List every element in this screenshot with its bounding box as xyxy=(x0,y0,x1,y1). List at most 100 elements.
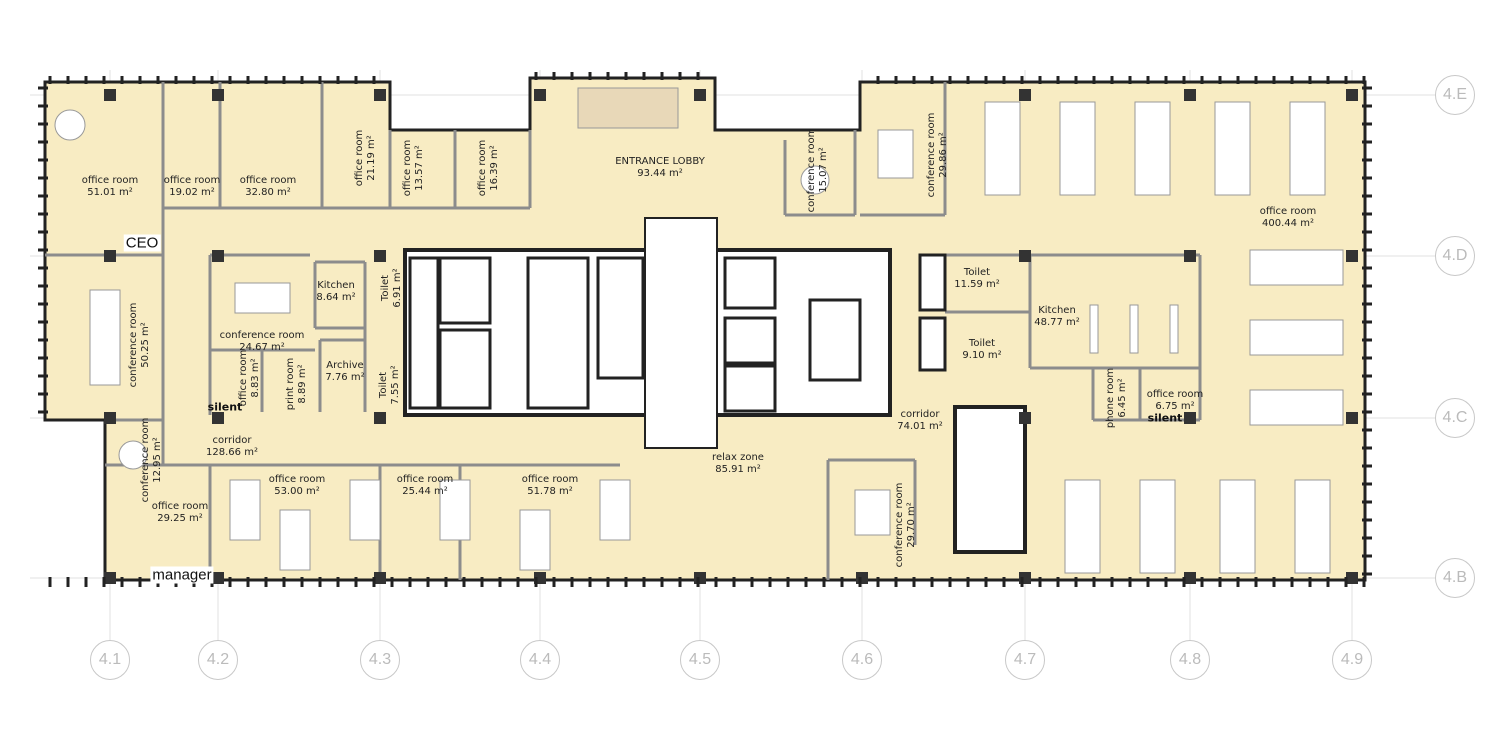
column xyxy=(1346,412,1358,424)
axis-marker-column: 4.3 xyxy=(360,640,400,680)
column xyxy=(212,250,224,262)
round-table xyxy=(54,109,86,141)
room-area: 32.80 m² xyxy=(245,187,291,198)
facade-mullions xyxy=(38,72,1372,587)
room-area: 12.95 m² xyxy=(152,437,163,483)
column xyxy=(212,572,224,584)
room-area: 29.86 m² xyxy=(938,132,949,178)
room-area: 16.39 m² xyxy=(489,145,500,191)
room-area: 25.44 m² xyxy=(402,486,448,497)
column xyxy=(1019,250,1031,262)
room-name: office room xyxy=(1259,206,1317,217)
conference-table xyxy=(854,489,891,536)
room-name: office room xyxy=(396,474,454,485)
column xyxy=(104,89,116,101)
column xyxy=(374,89,386,101)
room-name: Archive xyxy=(326,360,364,371)
shaft xyxy=(918,316,947,372)
column xyxy=(374,572,386,584)
lift-lobby xyxy=(644,217,718,449)
desk xyxy=(439,479,471,541)
column xyxy=(374,250,386,262)
room-name: office room xyxy=(1146,389,1204,400)
room-area: 50.25 m² xyxy=(140,322,151,368)
room-name: conference room xyxy=(219,330,305,341)
room-name: conference room xyxy=(926,112,937,198)
axis-marker-column: 4.6 xyxy=(842,640,882,680)
room-name: Kitchen xyxy=(317,280,355,291)
column xyxy=(212,89,224,101)
room-area: 48.77 m² xyxy=(1034,317,1080,328)
room-name: office room xyxy=(477,139,488,197)
room-area: 29.25 m² xyxy=(157,513,203,524)
column xyxy=(1019,412,1031,424)
building-core xyxy=(403,217,1027,554)
reception-desk xyxy=(577,87,679,129)
room-area: 8.89 m² xyxy=(297,364,308,404)
room-name: conference room xyxy=(806,127,817,213)
ceo-tag: CEO xyxy=(123,234,161,252)
axis-marker-column: 4.5 xyxy=(680,640,720,680)
axis-marker-column: 4.4 xyxy=(520,640,560,680)
room-area: 8.64 m² xyxy=(316,292,356,303)
desk-cluster xyxy=(1294,479,1331,574)
room-area: 400.44 m² xyxy=(1262,218,1314,229)
desk xyxy=(519,509,551,571)
column xyxy=(104,572,116,584)
kitchen-table xyxy=(1169,304,1179,354)
desk-cluster xyxy=(1249,249,1344,286)
shaft xyxy=(526,256,590,410)
desk-cluster xyxy=(1064,479,1101,574)
shaft xyxy=(723,364,777,413)
axis-marker-row: 4.D xyxy=(1435,236,1475,276)
room-area: 9.10 m² xyxy=(962,350,1002,361)
desk xyxy=(599,479,631,541)
room-area: 21.19 m² xyxy=(366,135,377,181)
desk xyxy=(229,479,261,541)
conference-table xyxy=(877,129,914,179)
room-area: 93.44 m² xyxy=(637,168,683,179)
room-area: 74.01 m² xyxy=(897,421,943,432)
desk-cluster xyxy=(1214,101,1251,196)
room-area: 11.59 m² xyxy=(954,279,1000,290)
column xyxy=(1184,412,1196,424)
room-name: corridor xyxy=(212,435,252,446)
room-name: Kitchen xyxy=(1038,305,1076,316)
shaft xyxy=(723,316,777,365)
column xyxy=(1346,250,1358,262)
desk-cluster xyxy=(1249,389,1344,426)
desk xyxy=(349,479,381,541)
room-area: 6.75 m² xyxy=(1155,401,1195,412)
shaft xyxy=(723,256,777,310)
room-name: office room xyxy=(81,175,139,186)
silent-tag: silent xyxy=(1147,411,1183,425)
desk-cluster xyxy=(1249,319,1344,356)
column xyxy=(1184,89,1196,101)
desk-cluster xyxy=(1139,479,1176,574)
column xyxy=(374,412,386,424)
axis-marker-column: 4.2 xyxy=(198,640,238,680)
silent-tag: silent xyxy=(207,400,243,414)
column xyxy=(1184,250,1196,262)
column xyxy=(1346,89,1358,101)
structural-columns xyxy=(104,89,1358,584)
column xyxy=(694,89,706,101)
conference-table xyxy=(89,289,121,386)
